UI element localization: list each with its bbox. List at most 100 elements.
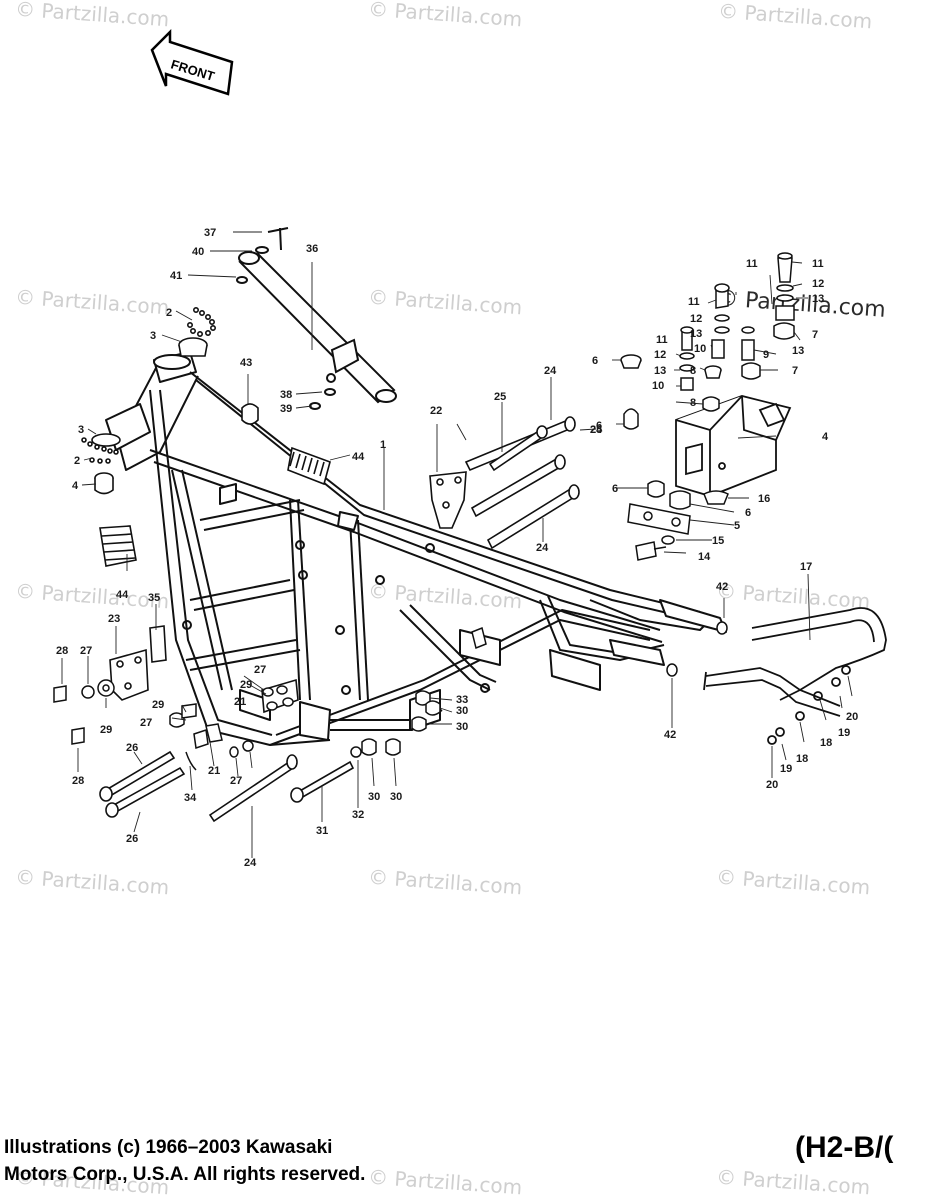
leader-lines [61, 231, 853, 858]
callout: 6 [592, 355, 598, 367]
front-arrow-icon: FRONT [150, 28, 234, 96]
callout: 37 [204, 227, 216, 239]
callout: 35 [148, 592, 160, 604]
callout: 25 [590, 424, 602, 436]
callout: 13 [812, 293, 824, 305]
callout: 20 [766, 779, 778, 791]
steering-bearings [81, 306, 217, 464]
callout: 31 [316, 825, 328, 837]
callout: 22 [430, 405, 442, 417]
callout: 19 [838, 727, 850, 739]
callout: 10 [694, 343, 706, 355]
callout: 25 [494, 391, 506, 403]
main-frame [105, 351, 727, 746]
callout: 12 [812, 278, 824, 290]
rear-grab-bar [703, 607, 887, 745]
callout: 11 [688, 296, 700, 308]
callout: 6 [596, 420, 602, 432]
rubber-grips [99, 403, 331, 567]
callout: 27 [254, 664, 266, 676]
callout: 44 [116, 589, 129, 601]
callout: 39 [280, 403, 292, 415]
callout: 44 [352, 451, 365, 463]
callout: 15 [712, 535, 724, 547]
callout: 21 [234, 696, 246, 708]
callout: 42 [716, 581, 728, 593]
callout: 1 [380, 439, 386, 451]
battery-case [675, 395, 792, 497]
callout: 24 [590, 424, 603, 436]
callout: 8 [690, 365, 696, 377]
callout: 32 [352, 809, 364, 821]
callout: 42 [664, 729, 676, 741]
callout: 13 [654, 365, 666, 377]
callout: 24 [544, 365, 557, 377]
callout: 12 [654, 349, 666, 361]
callout: 6 [612, 483, 618, 495]
callout: 18 [820, 737, 832, 749]
callout: 11 [746, 258, 758, 270]
copyright-line-2: Motors Corp., U.S.A. All rights reserved… [4, 1164, 366, 1185]
callout: 2 [74, 455, 80, 467]
callout: 7 [812, 329, 818, 341]
callout: 27 [140, 717, 152, 729]
callout: 16 [758, 493, 770, 505]
callout: 27 [80, 645, 92, 657]
callout: 29 [100, 724, 112, 736]
callout: 3 [78, 424, 84, 436]
callout: 5 [734, 520, 740, 532]
handlebar [236, 227, 397, 410]
callout: 26 [126, 742, 138, 754]
callout: 14 [698, 551, 711, 563]
callout: 3 [150, 330, 156, 342]
copyright-line-1: Illustrations (c) 1966–2003 Kawasaki [4, 1137, 333, 1158]
callout: 36 [306, 243, 318, 255]
callout: 11 [812, 258, 824, 270]
callout: 8 [690, 397, 696, 409]
callout: 26 [126, 833, 138, 845]
callout: 18 [796, 753, 808, 765]
callout: 29 [240, 679, 252, 691]
callout: 23 [108, 613, 120, 625]
callout: 33 [456, 694, 468, 706]
long-bolts [99, 416, 580, 823]
diagram-code: (H2-B/( [795, 1131, 894, 1164]
callout: 13 [792, 345, 804, 357]
callout: 17 [800, 561, 812, 573]
callout: 34 [184, 792, 197, 804]
callout: 19 [780, 763, 792, 775]
callout: 30 [456, 721, 468, 733]
callout: 6 [745, 507, 751, 519]
callout: 10 [652, 380, 664, 392]
callout: 4 [822, 431, 829, 443]
callout: 30 [390, 791, 402, 803]
callout: 38 [280, 389, 292, 401]
callout: 13 [690, 328, 702, 340]
copyright-notice: Illustrations (c) 1966–2003 Kawasaki Mot… [4, 1134, 365, 1188]
callout: 41 [170, 270, 182, 282]
callout: 24 [536, 542, 549, 554]
callout: 7 [792, 365, 798, 377]
callout-numbers: 1 2 2 3 3 4 4 5 6 6 6 6 7 7 8 8 9 10 10 … [56, 227, 858, 869]
callout: 40 [192, 246, 204, 258]
callout: 24 [244, 857, 257, 869]
callout: 28 [72, 775, 84, 787]
callout: 30 [368, 791, 380, 803]
callout: 30 [456, 705, 468, 717]
small-hardware [53, 621, 728, 771]
callout: 43 [240, 357, 252, 369]
callout: 9 [763, 349, 769, 361]
battery-mount-hardware [620, 252, 795, 561]
callout: 29 [152, 699, 164, 711]
callout: 12 [690, 313, 702, 325]
callout: 27 [230, 775, 242, 787]
callout: 28 [56, 645, 68, 657]
callout: 20 [846, 711, 858, 723]
callout: 2 [166, 307, 172, 319]
callout: 11 [656, 334, 668, 346]
callout: 21 [208, 765, 220, 777]
damper-rubber [94, 472, 114, 495]
callout: 4 [72, 480, 79, 492]
